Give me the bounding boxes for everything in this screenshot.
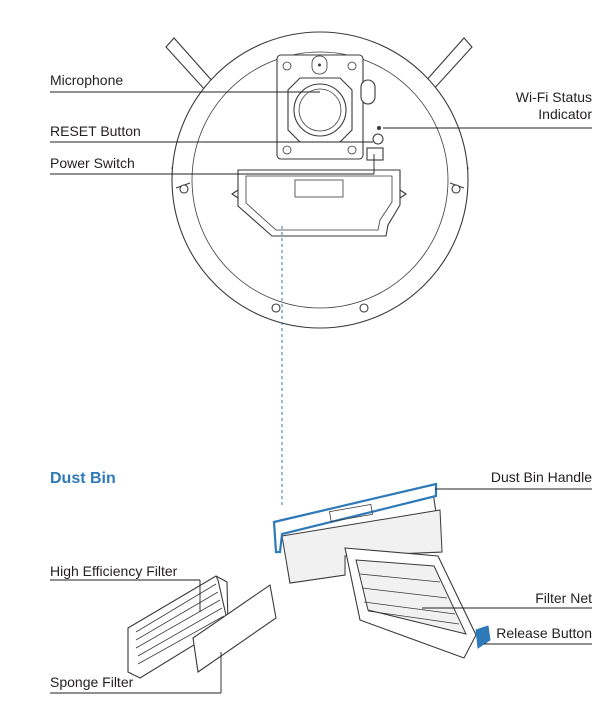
dust-bin-heading: Dust Bin: [50, 470, 116, 487]
screw-left: [179, 184, 189, 194]
release-button-shape[interactable]: [475, 625, 491, 649]
top-plate: [276, 54, 364, 160]
screw-bottom-right: [359, 303, 369, 313]
sensor-window: [360, 79, 376, 105]
label-sponge-filter: Sponge Filter: [50, 674, 134, 690]
wifi-led-shape: [377, 126, 381, 130]
screw-right: [451, 184, 461, 194]
label-reset-button: RESET Button: [50, 123, 141, 139]
robot-inner-rim: [191, 51, 449, 309]
robot-top-view: [165, 31, 473, 329]
label-wifi-status-line2: Indicator: [538, 106, 592, 122]
dust-bin-handle-shape[interactable]: [272, 482, 438, 554]
label-microphone: Microphone: [50, 72, 124, 88]
label-filter-net: Filter Net: [535, 590, 592, 606]
screw-bottom-left: [271, 303, 281, 313]
power-switch-shape[interactable]: [366, 147, 384, 161]
label-release-button: Release Button: [496, 625, 592, 641]
dust-bin-assembly: [127, 482, 491, 679]
label-power-switch: Power Switch: [50, 155, 135, 171]
dust-bin-leader-lines: [50, 488, 592, 694]
side-brush-left: [165, 37, 215, 92]
label-dust-bin-handle: Dust Bin Handle: [490, 469, 592, 485]
robot-leader-lines: [50, 91, 592, 175]
label-wifi-status-line1: Wi-Fi Status: [515, 89, 592, 105]
dust-bin-slot: [231, 169, 407, 237]
label-high-efficiency-filter: High Efficiency Filter: [50, 563, 178, 579]
sponge-filter-part: [192, 584, 277, 673]
reset-button-shape[interactable]: [372, 133, 384, 145]
